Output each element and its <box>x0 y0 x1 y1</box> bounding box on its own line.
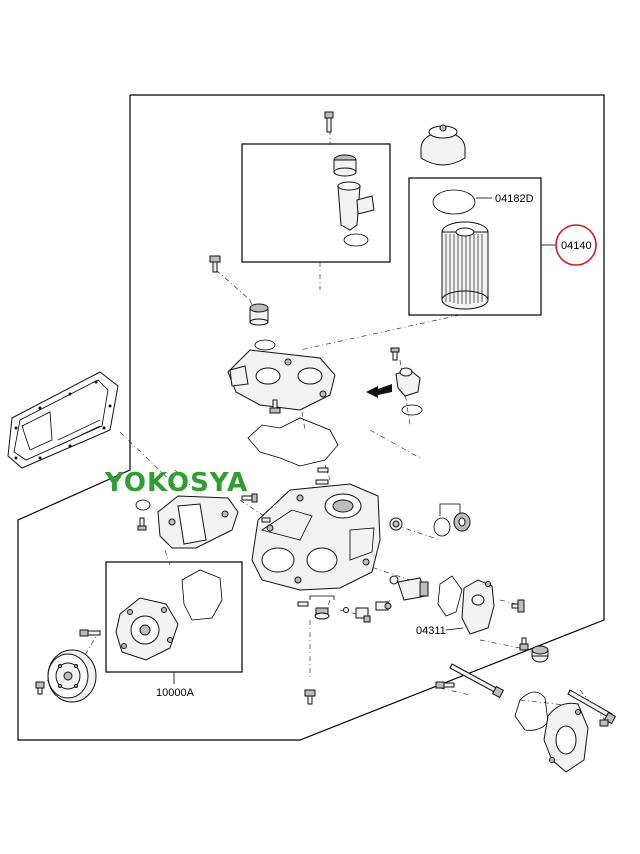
bolt-housing-cover <box>269 399 281 414</box>
temp-sensor <box>355 607 371 623</box>
housing-gasket <box>247 417 339 467</box>
label-04140: 04140 <box>561 240 592 252</box>
thermostat-oring <box>343 233 369 247</box>
engine-front-housing <box>251 483 381 591</box>
bolt-bottom-right <box>435 681 455 689</box>
thermostat-cap <box>333 154 357 177</box>
coolant-outlet-housing <box>461 579 495 635</box>
oil-filter-box <box>408 177 542 316</box>
outer-frame <box>17 94 605 741</box>
leader-04311 <box>445 627 464 631</box>
bolt-far-bottom-right <box>599 719 609 727</box>
stud-top <box>315 467 329 485</box>
bolt-far-right <box>511 599 525 613</box>
timing-cover-gasket <box>514 691 549 731</box>
oil-cooler-plate <box>157 495 239 549</box>
label-10000a: 10000A <box>156 687 195 699</box>
highlight-circle <box>555 224 597 266</box>
label-04182d: 04182D <box>495 193 534 205</box>
pipe-fitting <box>395 367 421 397</box>
bolt-lower-right <box>519 637 529 651</box>
oil-filter-cap <box>420 124 466 166</box>
idler-pulley <box>531 645 549 663</box>
pulley-oring <box>433 517 451 537</box>
oil-filler-oring <box>254 339 276 351</box>
oil-cooler-gasket <box>7 371 119 469</box>
pulley-small <box>453 512 471 532</box>
oil-pressure-sensor <box>389 575 429 601</box>
bolt-bottom-center <box>304 689 316 705</box>
oil-filler-cap <box>249 303 269 326</box>
bracket-line <box>439 503 461 516</box>
small-washer <box>343 607 349 613</box>
pulley-bolt <box>35 681 45 695</box>
water-pump-gasket <box>181 569 223 621</box>
timing-cover <box>543 702 589 773</box>
cooler-bolt-right <box>241 493 258 503</box>
bolt-water-pump <box>79 629 101 637</box>
fitting-oring <box>401 404 423 416</box>
bolt-left <box>209 255 221 273</box>
bolt-under-left <box>297 601 309 607</box>
watermark-text: YOKOSYA <box>104 468 248 498</box>
cooler-oring <box>135 499 151 511</box>
long-bolt-1 <box>449 663 505 699</box>
crank-pulley <box>47 649 97 703</box>
bolt-top <box>324 111 334 133</box>
drain-plug <box>309 595 335 620</box>
sensor-plug <box>389 517 403 531</box>
label-04311: 04311 <box>416 625 446 637</box>
housing-gasket-small <box>437 575 463 617</box>
water-pump <box>115 597 179 661</box>
temp-switch <box>375 601 392 611</box>
direction-arrow <box>366 384 392 398</box>
oil-filter-element <box>441 221 489 310</box>
housing-cover <box>227 349 336 411</box>
block-bolt-left <box>261 517 271 523</box>
thermostat-neck <box>337 181 375 231</box>
thermostat-housing-box <box>241 143 391 263</box>
cooler-bolt-left <box>137 517 147 531</box>
oil-filter-gasket <box>432 189 492 215</box>
small-bolt-fitting <box>390 347 400 361</box>
